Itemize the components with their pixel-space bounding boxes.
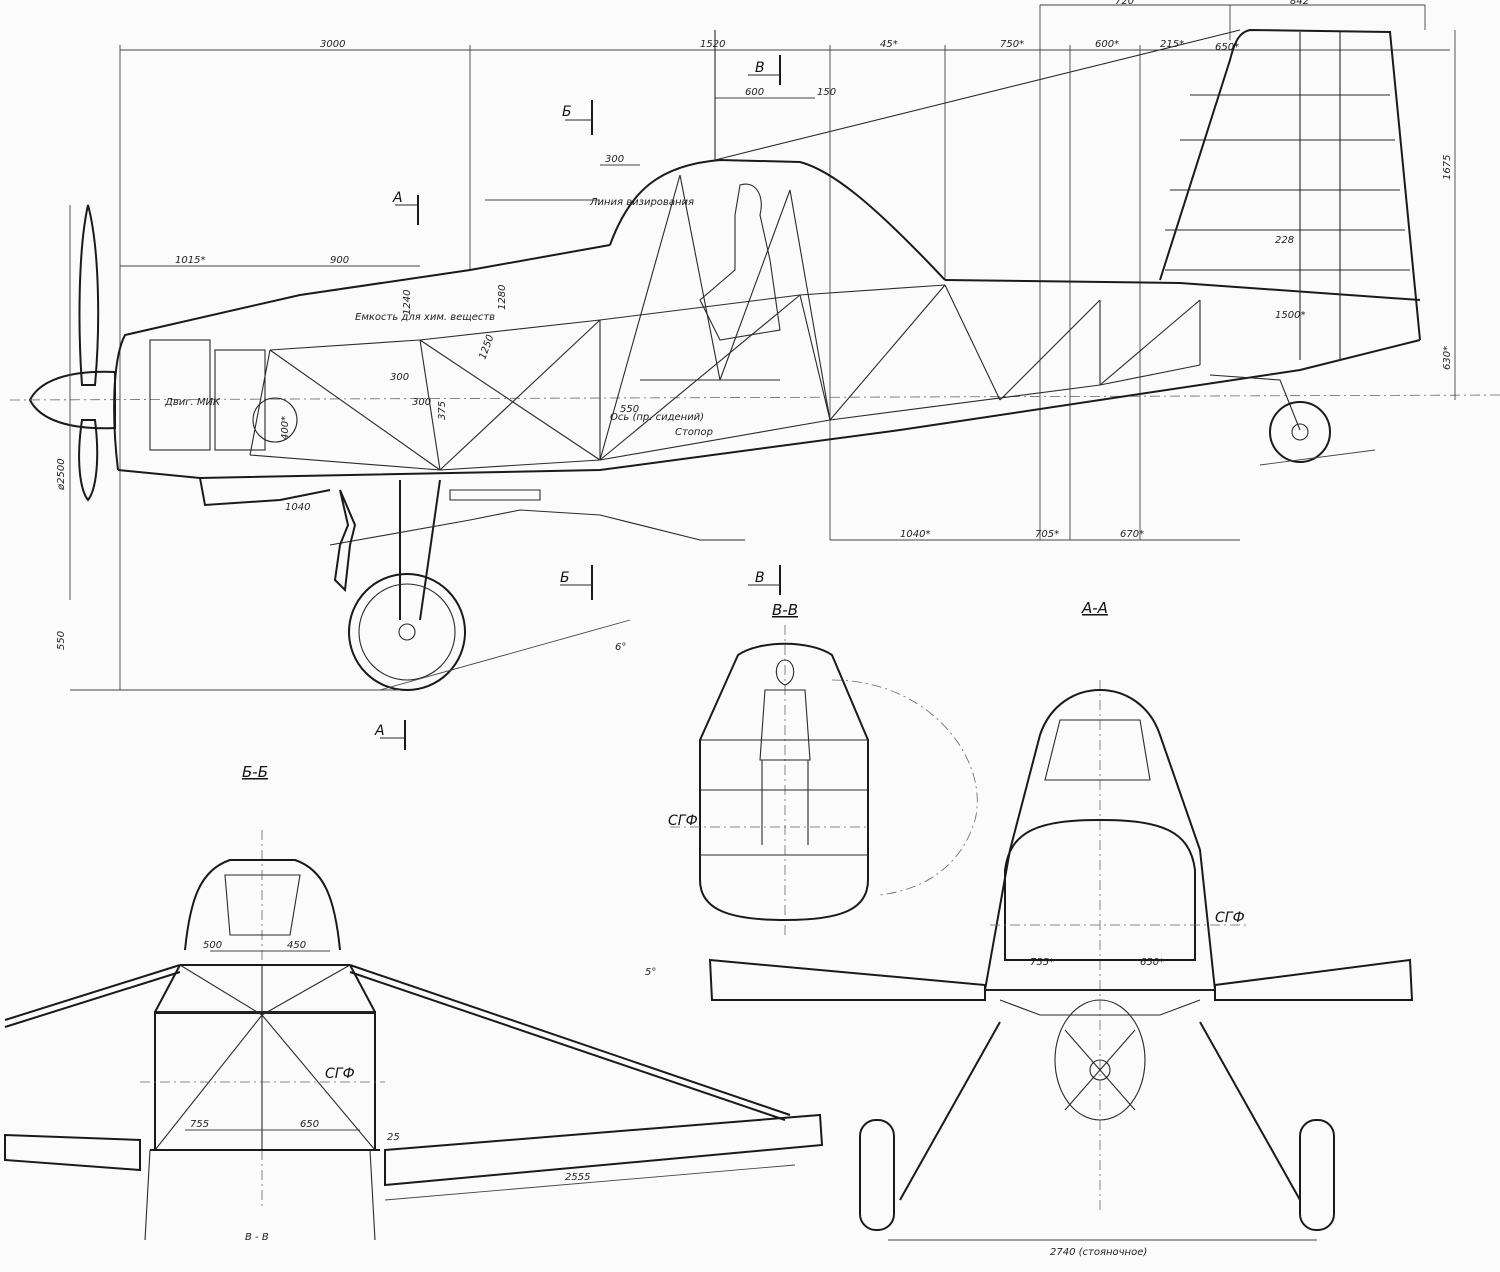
mark-b-top: Б xyxy=(562,104,572,120)
dim-1040: 1040 xyxy=(285,502,310,513)
dim-400: 400* xyxy=(280,416,291,440)
dim-650: 650* xyxy=(1215,42,1239,53)
label-engine: Двиг. МИК xyxy=(164,397,221,408)
dim-150: 150 xyxy=(817,87,836,98)
propeller: ø2500 xyxy=(9,204,1500,600)
aa-dim-755: 755* xyxy=(1030,957,1054,968)
aa-dim-5deg: 5° xyxy=(645,967,656,978)
bb-caption: В - В xyxy=(245,1232,269,1243)
section-vv-title: В-В xyxy=(772,601,798,619)
section-vv: В-В СГФ xyxy=(668,601,978,935)
dim-600: 600* xyxy=(1095,39,1119,50)
section-marks: А А Б Б В В xyxy=(374,55,781,750)
label-tank: Емкость для хим. веществ xyxy=(355,312,495,323)
section-bb: Б-Б 500 450 755 650 25 2555 СГФ В - В xyxy=(4,763,824,1243)
mark-a-top: А xyxy=(392,190,403,206)
misc-dimensions: 600 150 300 1015* 900 1240 1280 1250 300… xyxy=(120,87,1240,541)
aa-datum-sgf: СГФ xyxy=(1215,910,1245,926)
label-stopper: Стопор xyxy=(675,427,713,438)
dim-1675: 1675 xyxy=(1442,155,1453,180)
dim-215: 215* xyxy=(1160,39,1184,50)
dim-1040-bottom: 1040* xyxy=(900,529,930,540)
dim-1520: 1520 xyxy=(700,39,725,50)
mark-v-top: В xyxy=(755,60,765,76)
mark-b-bottom: Б xyxy=(560,570,570,586)
dim-1240: 1240 xyxy=(402,290,413,315)
label-sight-line: Линия визирования xyxy=(589,197,694,208)
dim-300: 300 xyxy=(605,154,624,165)
vv-datum-sgf: СГФ xyxy=(668,813,698,829)
dim-300c: 300 xyxy=(390,372,409,383)
dim-228: 228 xyxy=(1275,235,1294,246)
section-aa: А-А 2740 (стояночное) 755* 650* 5° СГФ xyxy=(645,599,1414,1258)
dim-45: 45* xyxy=(880,39,898,50)
dim-375: 375 xyxy=(437,401,448,420)
tail-wheel xyxy=(1209,374,1376,466)
bb-datum-sgf: СГФ xyxy=(325,1066,355,1082)
dim-1015: 1015* xyxy=(175,255,205,266)
bb-dim-500: 500 xyxy=(203,940,222,951)
aa-dim-2740: 2740 (стояночное) xyxy=(1050,1247,1147,1258)
mark-a-bottom: А xyxy=(374,723,385,739)
dim-1500: 1500* xyxy=(1275,310,1305,321)
dim-900: 900 xyxy=(330,255,349,266)
bb-dim-755: 755 xyxy=(190,1119,209,1130)
dim-705: 705* xyxy=(1035,529,1059,540)
dim-550b: 550 xyxy=(620,404,639,415)
aa-dim-650: 650* xyxy=(1140,957,1164,968)
dim-1280: 1280 xyxy=(497,285,508,310)
main-landing-gear: 550 6° 1040 xyxy=(56,479,745,691)
dim-600b: 600 xyxy=(745,87,764,98)
label-seat-axis: Ось (пр. сидений) xyxy=(610,412,704,423)
dim-842: 842 xyxy=(1290,0,1309,7)
dim-prop-diameter: ø2500 xyxy=(56,458,67,491)
bb-dim-650: 650 xyxy=(300,1119,319,1130)
tail-fin: 1675 630* 228 1500* xyxy=(1159,28,1456,400)
dim-3000: 3000 xyxy=(320,39,345,50)
dim-720: 720 xyxy=(1115,0,1134,7)
dim-1250: 1250 xyxy=(477,333,496,361)
section-bb-title: Б-Б xyxy=(242,763,268,781)
section-aa-title: А-А xyxy=(1081,599,1108,617)
dim-630: 630* xyxy=(1442,346,1453,370)
dim-300b: 300 xyxy=(412,397,431,408)
dim-750: 750* xyxy=(1000,39,1024,50)
dim-550: 550 xyxy=(56,631,67,650)
fuselage: Двиг. МИК Емкость для хим. веществ Линия… xyxy=(113,29,1421,507)
bb-dim-2555: 2555 xyxy=(565,1172,590,1183)
mark-v-bottom: В xyxy=(755,570,765,586)
dim-6deg: 6° xyxy=(615,642,626,653)
bb-dim-25: 25 xyxy=(387,1132,400,1143)
dim-670: 670* xyxy=(1120,529,1144,540)
bb-dim-450: 450 xyxy=(287,940,306,951)
top-dimension-chain: 3000 1520 45* 750* 600* 215* 650* 720 84… xyxy=(119,0,1450,690)
